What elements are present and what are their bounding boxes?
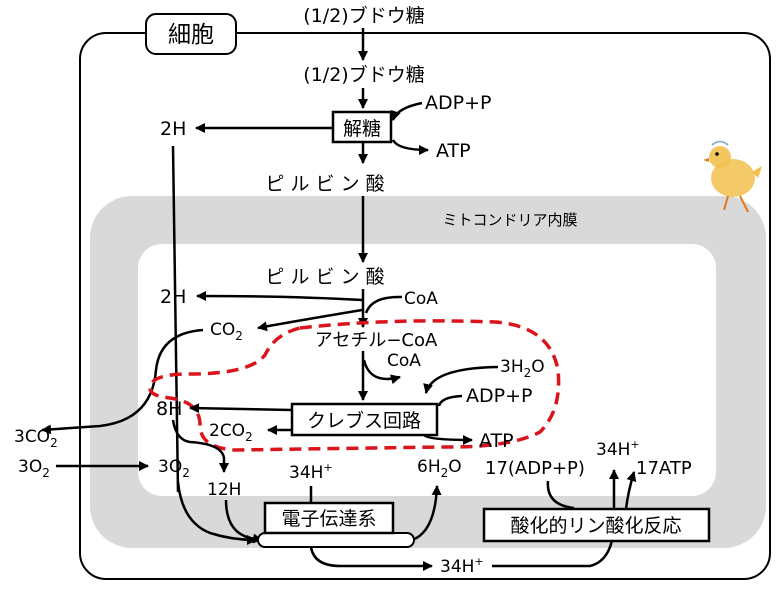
pyruvate-2h-label: 2H: [160, 286, 186, 308]
glucose-label: (1/2)ブドウ糖: [303, 63, 424, 86]
krebs-cycle-label: クレブス回路: [307, 409, 421, 432]
etc-label: 電子伝達系: [281, 508, 376, 530]
krebs-adp-label: ADP+P: [466, 385, 532, 407]
coa-in-label: CoA: [404, 289, 438, 309]
krebs-atp-arrow: [423, 433, 473, 445]
water-in-arrow: [423, 365, 499, 394]
krebs-adp-arrow: [437, 394, 463, 407]
etc-proton-arrow: [309, 546, 433, 571]
mitochondria-matrix: [138, 244, 716, 496]
co2-exit-arrow: [41, 328, 204, 435]
etc-box: [263, 501, 395, 535]
oxphos-atp-label: 17ATP: [636, 458, 692, 479]
h12-label: 12H: [207, 480, 241, 500]
krebs-8h-arrow: [189, 403, 293, 414]
coa-out-arrow: [362, 359, 401, 385]
inner-membrane-label: ミトコンドリア内膜: [442, 211, 577, 229]
coa-out-label: CoA: [387, 351, 421, 371]
o2-matrix-label: 3O2: [158, 457, 190, 480]
h34-top-label: 34H+: [289, 461, 333, 483]
krebs-2co2-label: 2CO2: [209, 421, 253, 444]
water-out-label: 6H2O: [417, 457, 462, 480]
glycolysis-atp-label: ATP: [436, 140, 471, 162]
cell-label: 細胞: [168, 22, 214, 48]
krebs-cycle-region: [148, 319, 561, 452]
glucose-input-label: (1/2)ブドウ糖: [303, 4, 424, 27]
glycolysis-adp-label: ADP+P: [425, 92, 491, 114]
etc-channel: [257, 532, 415, 548]
co2-top-label: CO2: [210, 320, 243, 343]
h34-bottom-label: 34H+: [440, 555, 484, 577]
chick-icon: [703, 140, 762, 213]
glycolysis-box: [331, 110, 393, 144]
water-in-label: 3H2O: [500, 357, 545, 380]
krebs-cycle-box: [290, 402, 439, 437]
hydrogen-collect-arrow: [171, 419, 229, 473]
co2-output-label: 3CO2: [14, 427, 58, 450]
oxphos-h-label: 34H+: [596, 438, 640, 460]
glycolysis-label: 解糖: [343, 118, 381, 140]
krebs-8h-label: 8H: [156, 398, 182, 420]
coa-in-arrow: [364, 295, 403, 314]
co2-release-arrow: [257, 308, 363, 332]
cell-label-box: [145, 13, 237, 55]
krebs-atp-label: ATP: [479, 430, 514, 452]
glycolysis-atp-arrow: [391, 139, 429, 155]
pyruvate-matrix-label: ピ ル ビ ン 酸: [265, 266, 384, 288]
oxphos-adp-arrow: [546, 480, 575, 510]
h12-to-etc-arrow: [224, 499, 263, 544]
oxphos-atp-arrow: [624, 471, 637, 510]
glycolysis-2h-label: 2H: [160, 118, 186, 140]
etc-to-water-arrow: [411, 485, 442, 542]
oxphos-box: [482, 507, 711, 543]
glycolysis-adp-arrow: [391, 101, 423, 121]
o2-input-label: 3O2: [18, 457, 50, 480]
pyruvate-cytosol-label: ピ ル ビ ン 酸: [265, 173, 384, 195]
acetyl-coa-label: アセチル−CoA: [315, 330, 438, 351]
o2-to-etc-arrow: [176, 481, 257, 545]
oxphos-adp-label: 17(ADP+P): [485, 458, 585, 479]
pyruvate-2h-arrow: [196, 291, 363, 302]
oxphos-label: 酸化的リン酸化反応: [510, 515, 681, 537]
